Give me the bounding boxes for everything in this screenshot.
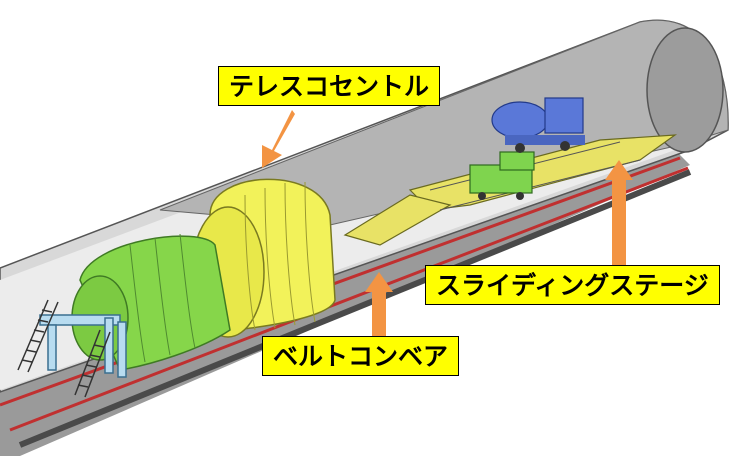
arrow-icon <box>262 110 633 336</box>
access-stairs <box>17 299 111 398</box>
tunnel-floor <box>0 150 690 456</box>
belt-conveyor-band <box>18 169 692 448</box>
label-telescopic-centle: テレスコセントル <box>218 66 441 106</box>
telescopic-form-ribs <box>244 181 316 331</box>
green-truck-icon <box>469 151 535 200</box>
mixer-truck-icon <box>491 97 585 153</box>
inner-form-ribs <box>129 233 196 363</box>
label-sliding-stage: スライディングステージ <box>425 265 720 305</box>
tunnel-portal-end <box>646 27 724 153</box>
sliding-stage-ramp <box>343 194 452 246</box>
label-belt-conveyor: ベルトコンベア <box>262 336 460 376</box>
